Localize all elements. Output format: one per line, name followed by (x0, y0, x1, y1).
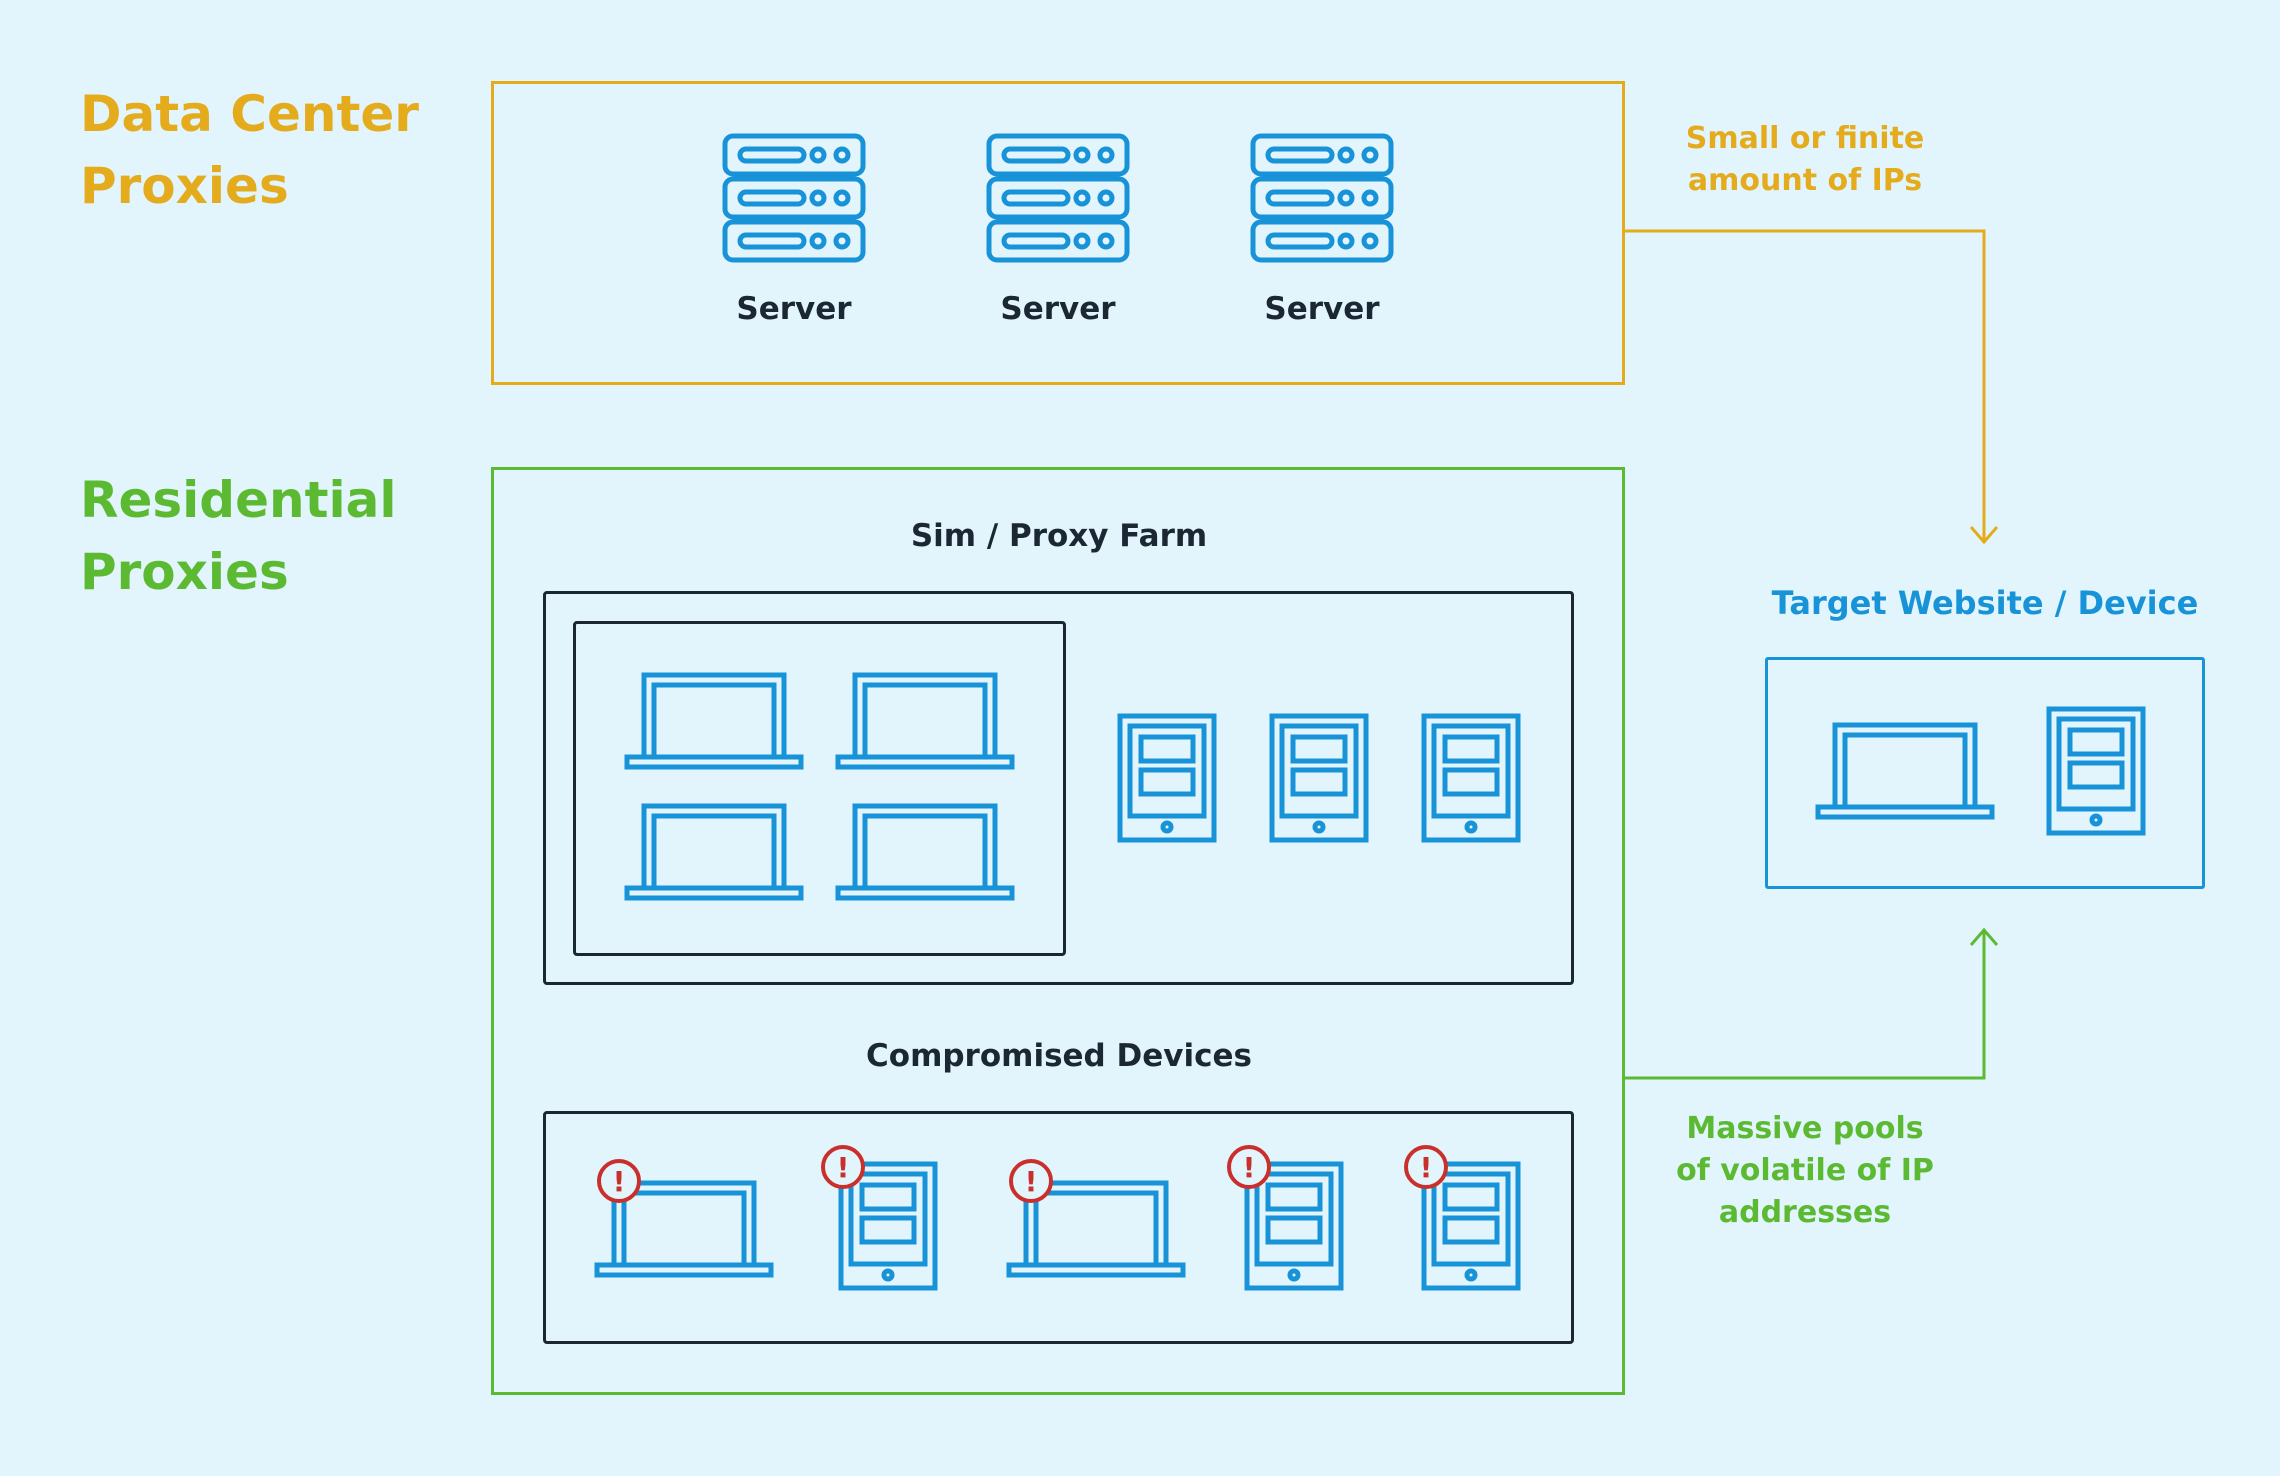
alert-mark: ! (1025, 1165, 1038, 1198)
note-line: addresses (1718, 1195, 1892, 1230)
alert-mark: ! (1243, 1151, 1256, 1184)
note-line: of volatile of IP (1676, 1153, 1934, 1188)
server-label: Server (736, 291, 852, 327)
laptop-icon (624, 803, 804, 901)
residential-note: Massive pools of volatile of IP addresse… (1655, 1108, 1955, 1234)
laptop-icon (835, 672, 1015, 770)
residential-proxies-title: Residential Proxies (80, 464, 397, 608)
laptop-icon (835, 803, 1015, 901)
target-device-box (1765, 657, 2205, 889)
residential-arrowhead (1969, 927, 1999, 946)
server-icon (722, 133, 866, 263)
sim-proxy-farm-title: Sim / Proxy Farm (910, 518, 1208, 554)
data-center-proxies-title: Data Center Proxies (80, 78, 419, 222)
target-website-title: Target Website / Device (1771, 584, 2199, 622)
data-center-box (491, 81, 1625, 385)
compromised-devices-title: Compromised Devices (866, 1038, 1252, 1074)
alert-icon: ! (1404, 1145, 1448, 1189)
title-line: Data Center (80, 85, 419, 143)
phone-icon (2046, 706, 2146, 836)
laptop-icon (624, 672, 804, 770)
phone-icon (1244, 1161, 1344, 1291)
alert-mark: ! (613, 1165, 626, 1198)
alert-icon: ! (597, 1159, 641, 1203)
server-label: Server (1000, 291, 1116, 327)
data-center-connector (1625, 229, 1986, 540)
alert-icon: ! (1227, 1145, 1271, 1189)
note-line: Small or finite (1685, 121, 1925, 156)
phone-icon (1421, 713, 1521, 843)
phone-icon (1421, 1161, 1521, 1291)
server-icon (1250, 133, 1394, 263)
sim-proxy-farm-box (543, 591, 1574, 985)
note-line: Massive pools (1686, 1111, 1924, 1146)
title-line: Proxies (80, 157, 289, 215)
alert-mark: ! (1420, 1151, 1433, 1184)
laptop-icon (1815, 722, 1995, 820)
phone-icon (1269, 713, 1369, 843)
server-icon (986, 133, 1130, 263)
phone-icon (838, 1161, 938, 1291)
laptop-icon (1006, 1180, 1186, 1278)
data-center-note: Small or finite amount of IPs (1655, 118, 1955, 202)
server-label: Server (1264, 291, 1380, 327)
residential-connector (1625, 932, 1986, 1080)
data-center-arrowhead (1969, 526, 1999, 545)
note-line: amount of IPs (1687, 163, 1923, 198)
title-line: Residential (80, 471, 397, 529)
farm-laptop-group (573, 621, 1066, 956)
alert-icon: ! (821, 1145, 865, 1189)
alert-icon: ! (1009, 1159, 1053, 1203)
residential-box (491, 467, 1625, 1395)
alert-mark: ! (837, 1151, 850, 1184)
phone-icon (1117, 713, 1217, 843)
laptop-icon (594, 1180, 774, 1278)
title-line: Proxies (80, 543, 289, 601)
compromised-devices-box (543, 1111, 1574, 1344)
